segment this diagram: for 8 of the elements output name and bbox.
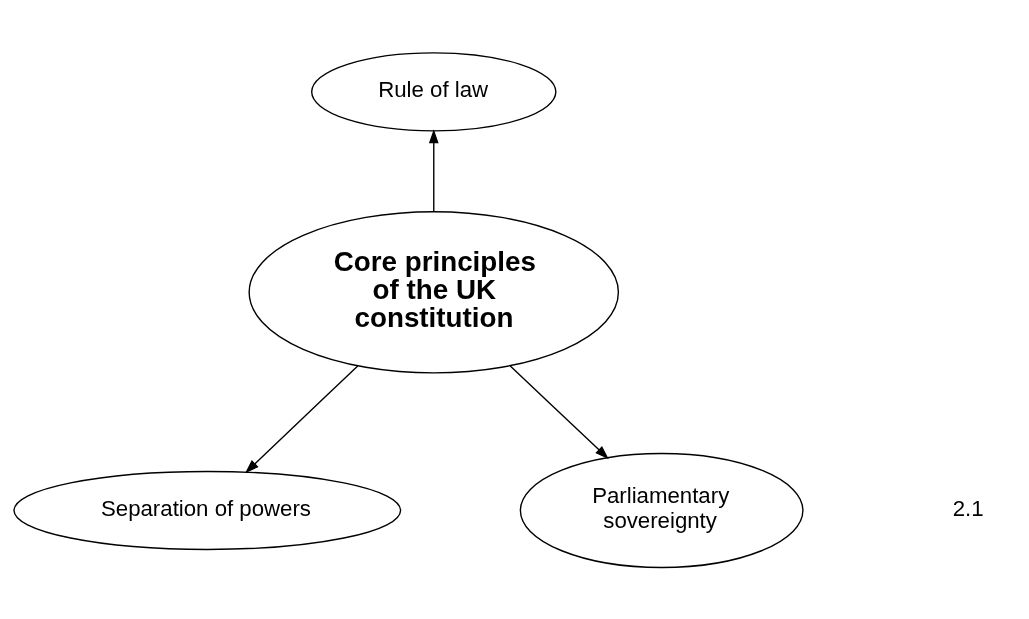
node-ellipse: Rule of law xyxy=(311,51,557,132)
arrow xyxy=(509,364,609,459)
label: 2.1 xyxy=(952,495,984,521)
node-ellipse: Core principles of the UK constitution xyxy=(248,210,620,374)
node-ellipse: Separation of powers xyxy=(13,470,402,550)
arrow xyxy=(428,128,439,212)
arrow xyxy=(245,364,359,473)
node-ellipse: Parliamentary sovereignty xyxy=(519,452,804,568)
